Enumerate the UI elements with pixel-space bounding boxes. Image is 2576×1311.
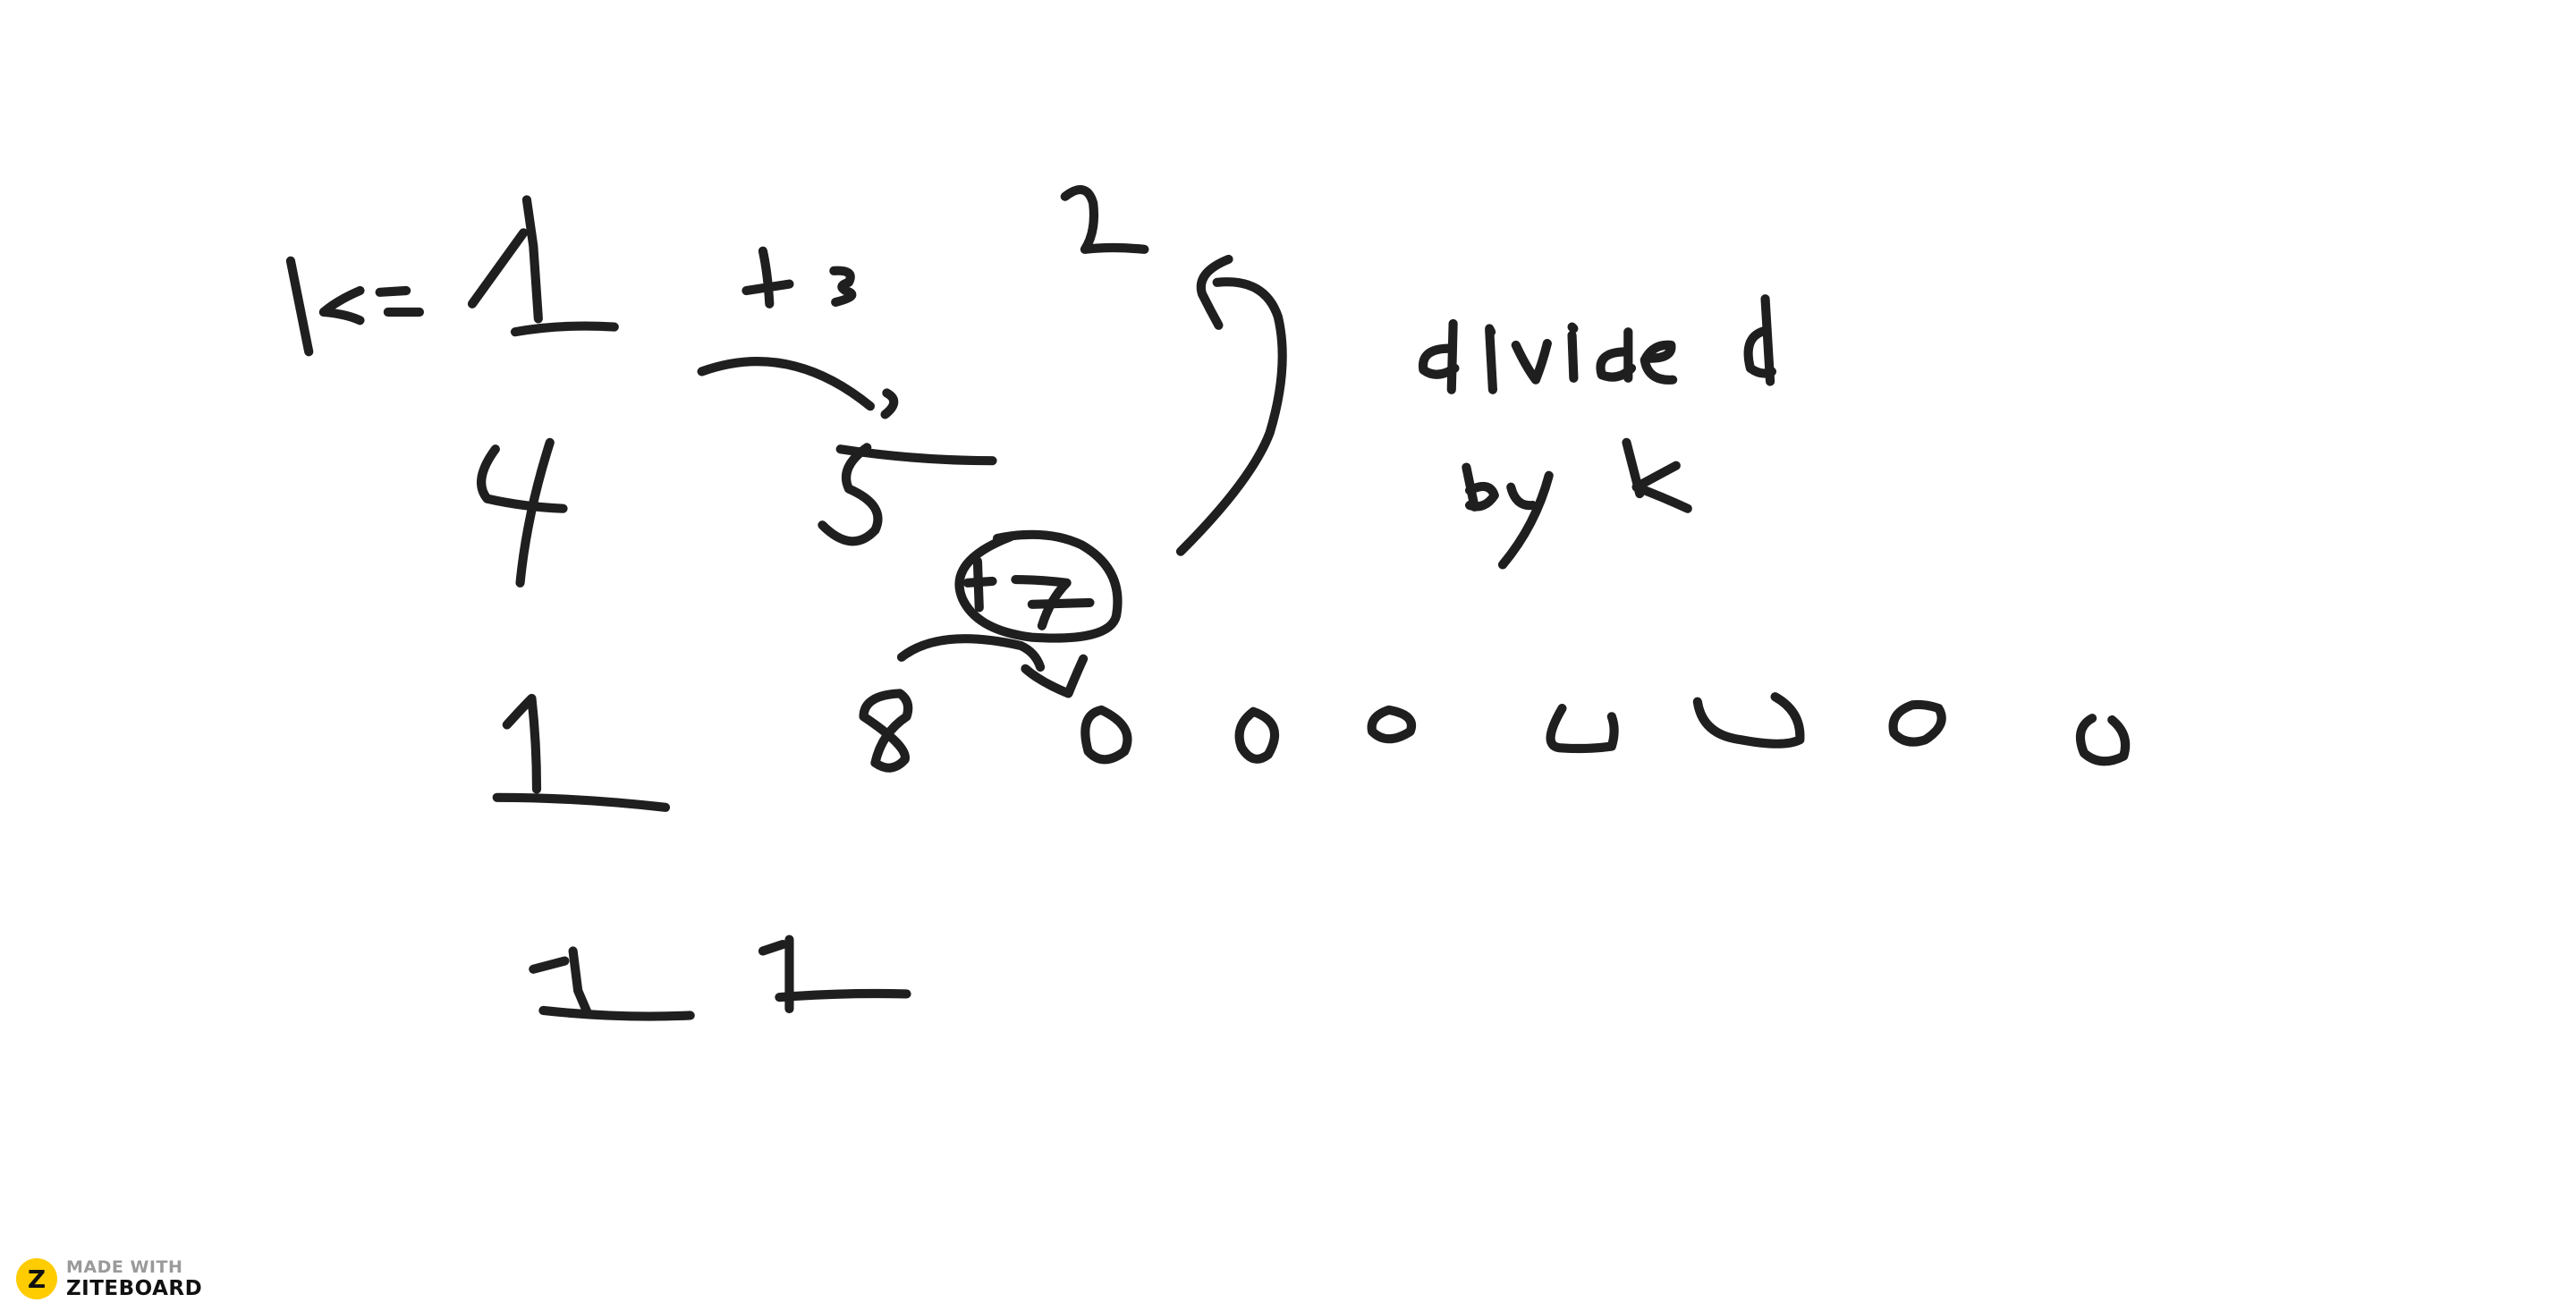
handwriting-by-k [1462, 437, 1692, 570]
badge-text: MADE WITH ZITEBOARD [66, 1256, 203, 1300]
handwriting-plus-seven-circled [954, 529, 1123, 643]
handwriting-one-lower [492, 693, 671, 812]
handwriting-eight [859, 689, 913, 773]
handwriting-divided [1418, 294, 1777, 394]
handwriting-k-equals [285, 256, 425, 357]
arrow-curved-up [1175, 254, 1287, 556]
ziteboard-logo-icon: Z [16, 1258, 57, 1299]
badge-made-with-label: MADE WITH [66, 1256, 183, 1277]
handwriting-bottom-ones [529, 935, 911, 1021]
handwriting-zeros [1080, 692, 2131, 766]
made-with-ziteboard-badge[interactable]: Z MADE WITH ZITEBOARD [16, 1254, 202, 1304]
handwriting-plus-three [741, 246, 857, 309]
badge-brand-label: ZITEBOARD [66, 1276, 203, 1300]
handwriting-four [477, 437, 568, 588]
handwriting-two [1060, 185, 1149, 254]
arrow-four-to-five [697, 357, 899, 419]
handwriting-five [818, 443, 997, 546]
handwriting-one [467, 195, 619, 337]
arrow-to-eight [896, 634, 1089, 698]
